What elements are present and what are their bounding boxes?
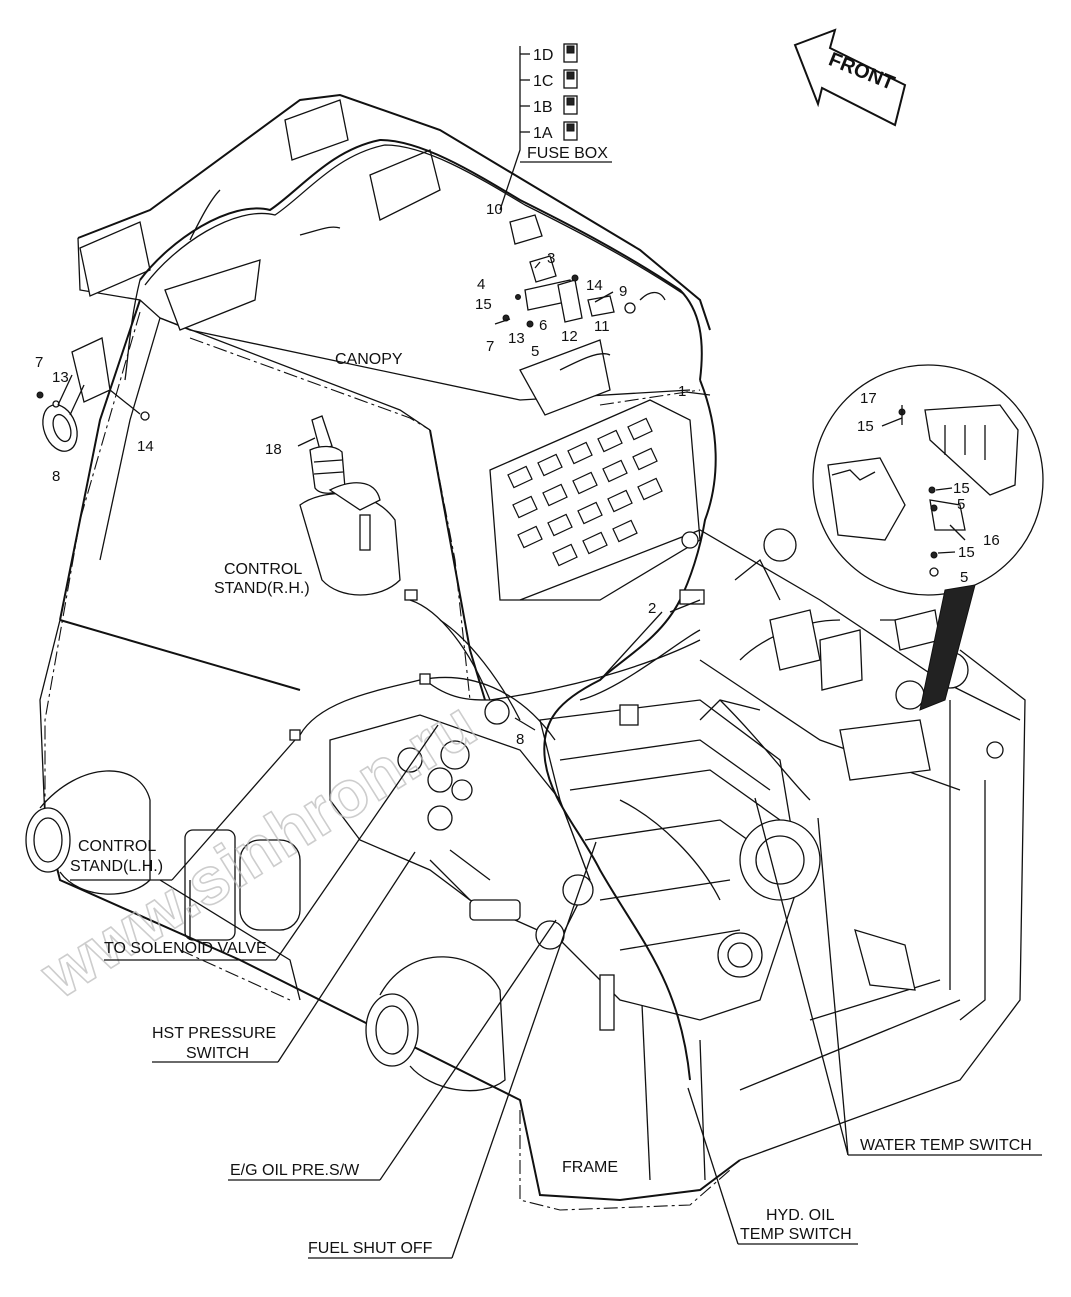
callout-8-horn: 8 bbox=[52, 468, 60, 485]
callout-8-engine: 8 bbox=[516, 731, 524, 748]
callout-16: 16 bbox=[983, 532, 1000, 549]
callout-11: 11 bbox=[594, 318, 610, 335]
fuse-1a-icon bbox=[563, 121, 578, 141]
leader-lines bbox=[57, 261, 1042, 1259]
roof-lamps bbox=[79, 99, 611, 416]
canopy-grille bbox=[507, 417, 663, 567]
label-control-stand-lh-line1: CONTROL bbox=[78, 838, 156, 855]
label-control-stand-rh-line2: STAND(R.H.) bbox=[214, 580, 310, 597]
label-water-temp-switch: WATER TEMP SWITCH bbox=[860, 1137, 1032, 1154]
fuse-label-1c: 1C bbox=[533, 73, 553, 90]
label-fuel-shut-off: FUEL SHUT OFF bbox=[308, 1240, 433, 1257]
engine-wiring-harness bbox=[289, 531, 841, 1081]
callout-1: 1 bbox=[678, 383, 686, 400]
callout-12: 12 bbox=[561, 328, 578, 345]
front-arrow: FRONT bbox=[793, 28, 907, 127]
label-frame: FRAME bbox=[562, 1159, 618, 1176]
reference-lines bbox=[44, 311, 731, 1211]
callout-7-horn: 7 bbox=[35, 354, 43, 371]
label-hst-pressure-line1: HST PRESSURE bbox=[152, 1025, 276, 1042]
label-hst-pressure-line2: SWITCH bbox=[186, 1045, 249, 1062]
control-stand-rh bbox=[299, 415, 418, 601]
label-to-solenoid-valve: TO SOLENOID VALVE bbox=[104, 940, 267, 957]
callout-6: 6 bbox=[539, 317, 547, 334]
callout-13-main: 13 bbox=[508, 330, 525, 347]
label-control-stand-lh-line2: STAND(L.H.) bbox=[70, 858, 163, 875]
label-canopy: CANOPY bbox=[335, 351, 403, 368]
callout-15-main: 15 bbox=[475, 296, 492, 313]
callout-15-inset-low: 15 bbox=[958, 544, 975, 561]
callout-15-inset-top: 15 bbox=[857, 418, 874, 435]
fuse-label-1b: 1B bbox=[533, 99, 553, 116]
callout-numbers: 1 2 3 4 5 5 5 6 7 7 8 8 9 10 11 12 13 13… bbox=[35, 201, 1000, 748]
callout-5-inset-lower: 5 bbox=[960, 569, 968, 586]
label-hyd-oil-line1: HYD. OIL bbox=[766, 1207, 835, 1224]
callout-13-horn: 13 bbox=[52, 369, 69, 386]
engine-block bbox=[329, 699, 821, 1031]
callout-9: 9 bbox=[619, 283, 627, 300]
fuse-label-1d: 1D bbox=[533, 47, 553, 64]
fuse-box-title: FUSE BOX bbox=[527, 145, 608, 162]
detail-inset bbox=[812, 364, 1044, 711]
label-control-stand-rh-line1: CONTROL bbox=[224, 561, 302, 578]
callout-7-main: 7 bbox=[486, 338, 494, 355]
roof-wiring-harness bbox=[124, 138, 717, 601]
callout-3: 3 bbox=[547, 250, 555, 267]
fuse-1d-icon bbox=[563, 43, 578, 63]
callout-5-inset-upper: 5 bbox=[957, 496, 965, 513]
canopy-outline bbox=[39, 93, 1026, 1202]
callout-15-inset-mid: 15 bbox=[953, 480, 970, 497]
fuse-holder-part bbox=[509, 214, 543, 245]
relay-cluster bbox=[494, 255, 666, 328]
callout-5-main: 5 bbox=[531, 343, 539, 360]
fuse-1b-icon bbox=[563, 95, 578, 115]
control-stand-lh bbox=[25, 770, 506, 1092]
fuse-label-1a: 1A bbox=[533, 125, 553, 142]
callout-2: 2 bbox=[648, 600, 656, 617]
fuse-1c-icon bbox=[563, 69, 578, 89]
callout-14-main: 14 bbox=[586, 277, 603, 294]
labels: CANOPY CONTROL STAND(R.H.) CONTROL STAND… bbox=[70, 351, 1032, 1257]
horn-assembly bbox=[36, 337, 150, 452]
fuse-box: 1D 1C 1B 1A FUSE BOX bbox=[499, 43, 612, 245]
label-eg-oil: E/G OIL PRE.S/W bbox=[230, 1162, 360, 1179]
front-arrow-label: FRONT bbox=[826, 49, 898, 95]
label-hyd-oil-line2: TEMP SWITCH bbox=[740, 1226, 852, 1243]
callout-4: 4 bbox=[477, 276, 485, 293]
callout-10: 10 bbox=[486, 201, 503, 218]
callout-17: 17 bbox=[860, 390, 877, 407]
callout-14-horn: 14 bbox=[137, 438, 154, 455]
callout-18: 18 bbox=[265, 441, 282, 458]
